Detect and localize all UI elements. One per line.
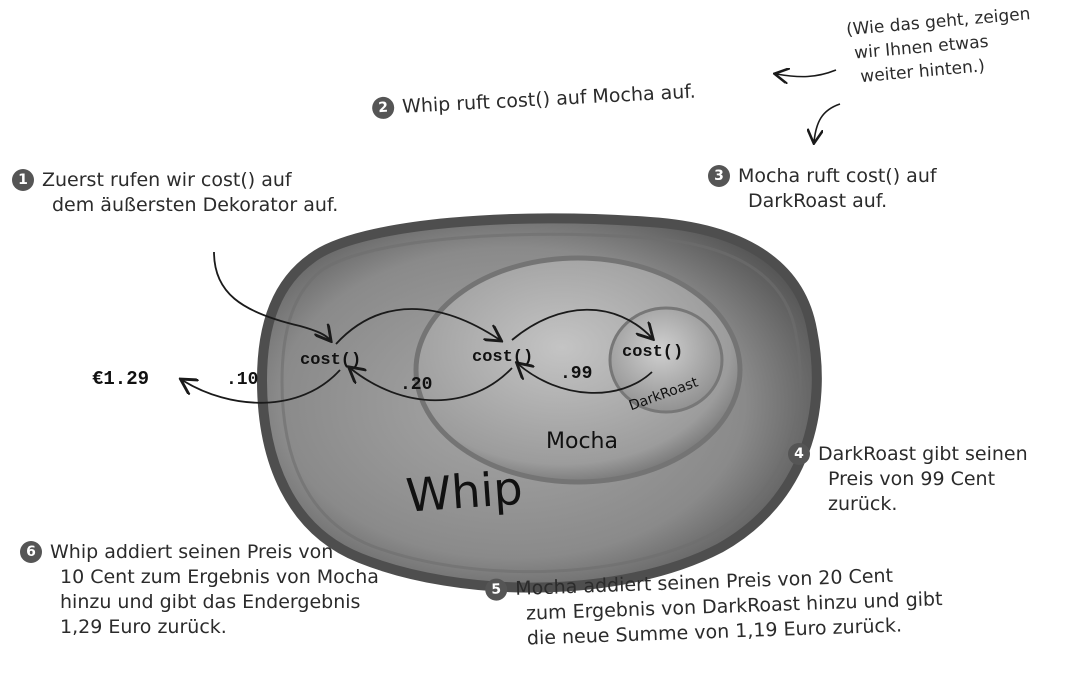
whip-cost-label: cost() (300, 351, 361, 370)
step-5-badge: 5 (485, 578, 508, 601)
note-6-line-2: 10 Cent zum Ergebnis von Mocha (20, 565, 379, 590)
mocha-value: .20 (400, 375, 432, 395)
note-3-line-2: DarkRoast auf. (708, 189, 937, 214)
step-1-badge: 1 (12, 169, 34, 191)
note-4-line-2: Preis von 99 Cent (788, 467, 1028, 492)
note-4-line-3: zurück. (788, 492, 1028, 517)
whip-name: Whip (404, 461, 524, 523)
side-arrow-down (814, 104, 840, 142)
mocha-cost-label: cost() (472, 348, 533, 367)
note-6-line-4: 1,29 Euro zurück. (20, 615, 379, 640)
whip-value: .10 (226, 370, 258, 390)
note-1-line-2: dem äußersten Dekorator auf. (12, 193, 338, 218)
total-value: €1.29 (92, 368, 149, 390)
step-2-badge: 2 (372, 96, 395, 119)
side-arrow-left (776, 70, 836, 77)
step-6-badge: 6 (20, 541, 42, 563)
step-4-badge: 4 (788, 443, 810, 465)
note-6-line-3: hinzu und gibt das Endergebnis (20, 590, 379, 615)
mocha-name: Mocha (546, 429, 618, 454)
darkroast-cost-label: cost() (622, 343, 683, 362)
darkroast-value: .99 (560, 364, 592, 384)
step-3-badge: 3 (708, 165, 730, 187)
